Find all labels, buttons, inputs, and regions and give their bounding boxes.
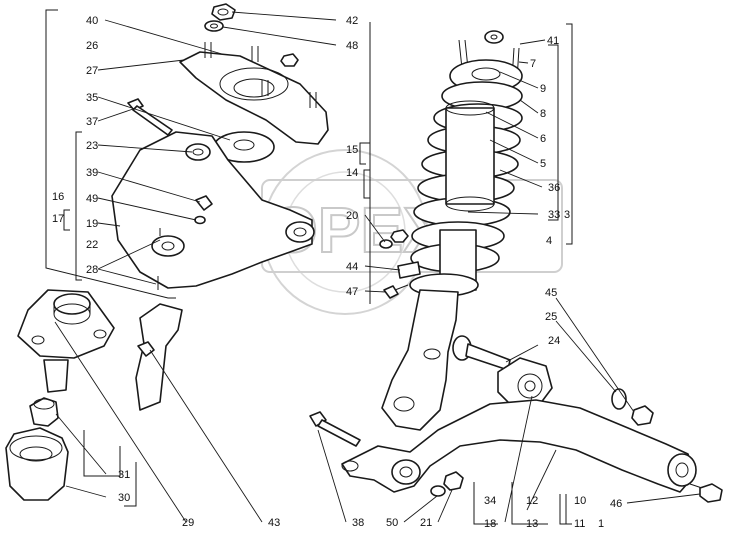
label-23: 23	[86, 140, 98, 152]
label-28: 28	[86, 264, 98, 276]
part-labels: 40 26 27 35 37 23 39 16 49 17 19 22 28 4…	[52, 15, 622, 530]
label-48: 48	[346, 40, 358, 52]
part-strut-spring-1	[409, 39, 523, 297]
part-bolt-37	[127, 98, 173, 136]
part-clamp-44	[397, 261, 421, 279]
label-22: 22	[86, 239, 98, 251]
part-nut-21	[443, 471, 464, 491]
label-16: 16	[52, 191, 64, 203]
part-rod-24	[452, 335, 553, 407]
label-29: 29	[182, 517, 194, 529]
label-24: 24	[548, 335, 560, 347]
label-50: 50	[386, 517, 398, 529]
group-brackets	[45, 9, 573, 525]
label-21: 21	[420, 517, 432, 529]
label-13: 13	[526, 518, 538, 530]
label-19: 19	[86, 218, 98, 230]
label-7: 7	[530, 58, 536, 70]
label-33: 33	[548, 209, 560, 221]
label-12: 12	[526, 495, 538, 507]
label-3: 3	[564, 209, 570, 221]
part-cup-30	[5, 427, 69, 501]
part-bolt-47	[383, 284, 409, 299]
label-17: 17	[52, 213, 64, 225]
label-31: 31	[118, 469, 130, 481]
part-washer-25	[611, 388, 627, 410]
label-35: 35	[86, 92, 98, 104]
label-46: 46	[610, 498, 622, 510]
label-25: 25	[545, 311, 557, 323]
part-boot-31	[29, 397, 59, 427]
part-ball-joint-29	[17, 289, 115, 393]
label-47: 47	[346, 286, 358, 298]
label-34: 34	[484, 495, 496, 507]
part-nut-46	[689, 483, 723, 503]
part-strut-body	[381, 289, 459, 431]
part-nut-42	[211, 3, 236, 21]
part-washer-48	[204, 20, 224, 32]
label-5: 5	[540, 158, 546, 170]
part-lower-arm-12	[341, 399, 697, 493]
label-18: 18	[484, 518, 496, 530]
part-upper-mount-27	[179, 42, 329, 145]
label-37: 37	[86, 116, 98, 128]
label-45: 45	[545, 287, 557, 299]
part-bracket-43	[135, 303, 183, 411]
label-14: 14	[346, 167, 358, 179]
label-26: 26	[86, 40, 98, 52]
part-upper-arm-16	[111, 131, 315, 290]
label-4: 4	[546, 235, 552, 247]
label-10: 10	[574, 495, 586, 507]
label-41: 41	[547, 35, 559, 47]
part-nut-41	[484, 30, 504, 44]
label-39: 39	[86, 167, 98, 179]
part-washer-50	[430, 485, 446, 497]
label-8: 8	[540, 108, 546, 120]
label-27: 27	[86, 65, 98, 77]
label-15: 15	[346, 144, 358, 156]
label-40: 40	[86, 15, 98, 27]
label-9: 9	[540, 83, 546, 95]
label-44: 44	[346, 261, 358, 273]
label-49: 49	[86, 193, 98, 205]
label-43: 43	[268, 517, 280, 529]
label-36: 36	[548, 182, 560, 194]
label-42: 42	[346, 15, 358, 27]
leader-lines	[54, 11, 701, 523]
part-bolt-38	[309, 411, 361, 447]
part-nut-45	[631, 405, 654, 426]
part-nut-20	[379, 229, 409, 249]
label-30: 30	[118, 492, 130, 504]
label-1: 1	[598, 518, 604, 530]
label-20: 20	[346, 210, 358, 222]
label-38: 38	[352, 517, 364, 529]
label-11: 11	[574, 518, 585, 530]
label-6: 6	[540, 133, 546, 145]
